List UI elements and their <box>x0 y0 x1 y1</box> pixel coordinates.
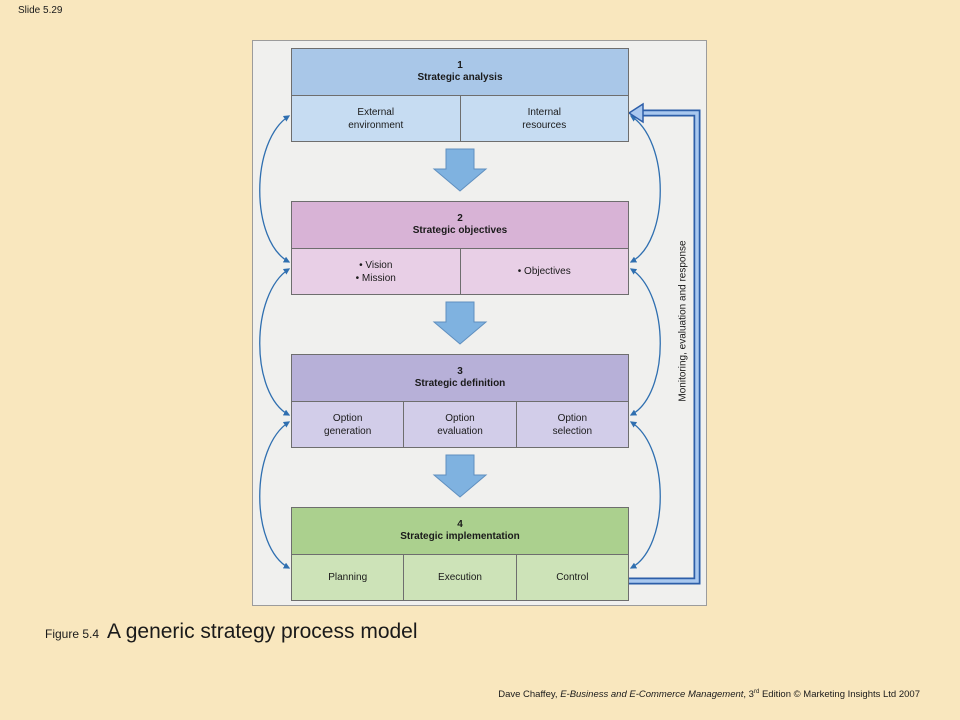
stage-strategic-implementation: 4 Strategic implementation Planning Exec… <box>291 507 629 601</box>
stage-title: Strategic definition <box>414 378 506 389</box>
stage-title: Strategic implementation <box>400 531 520 542</box>
stage-header: 3 Strategic definition <box>292 355 628 402</box>
stage-cell-execution: Execution <box>403 555 515 600</box>
stage-header: 2 Strategic objectives <box>292 202 628 249</box>
credits-author: Dave Chaffey, <box>498 689 561 701</box>
stage-number: 3 <box>457 365 463 377</box>
credits-edition-sup: rd <box>753 689 760 695</box>
right-cycle-arrow <box>629 268 661 416</box>
stage-cell-objectives: • Objectives <box>459 249 629 294</box>
credits-book: E-Business and E-Commerce Management <box>560 689 744 701</box>
stage-number: 1 <box>457 59 463 71</box>
caption-title: A generic strategy process model <box>107 620 418 643</box>
feedback-label: Monitoring, evaluation and response <box>677 240 689 402</box>
stage-cell-option-selection: Option selection <box>515 402 628 447</box>
stage-cell-planning: Planning <box>328 572 368 583</box>
right-cycle-arrow <box>629 421 661 569</box>
feedback-arrow-head <box>627 102 644 124</box>
slide-number: Slide 5.29 <box>18 5 63 16</box>
left-cycle-arrow <box>259 268 291 416</box>
stage-strategic-analysis: 1 Strategic analysis External environmen… <box>291 48 629 142</box>
strategy-process-figure: 1 Strategic analysis External environmen… <box>252 40 707 606</box>
stage-header: 4 Strategic implementation <box>292 508 628 555</box>
stage-title: Strategic analysis <box>417 72 503 83</box>
caption-number: Figure 5.4 <box>45 627 100 641</box>
stage-cell-control: Control <box>515 555 628 600</box>
stage-cell-vision-mission: • Vision • Mission <box>355 259 396 284</box>
stage-cell-option-generation: Option generation <box>324 412 372 437</box>
left-cycle-arrow <box>259 115 291 263</box>
stage-strategic-definition: 3 Strategic definition Option generation… <box>291 354 629 448</box>
stage-number: 2 <box>457 212 463 224</box>
down-arrow <box>432 301 488 345</box>
stage-title: Strategic objectives <box>412 225 508 236</box>
connector-layer <box>259 102 701 585</box>
stage-number: 4 <box>457 518 463 530</box>
stage-header: 1 Strategic analysis <box>292 49 628 96</box>
credits: Dave Chaffey, E-Business and E-Commerce … <box>498 689 920 700</box>
feedback-arrow-inner <box>629 111 699 583</box>
credits-edition: , 3 <box>743 689 754 701</box>
down-arrow <box>432 454 488 498</box>
stage-cell-external-environment: External environment <box>348 106 404 131</box>
stage-strategic-objectives: 2 Strategic objectives • Vision • Missio… <box>291 201 629 295</box>
down-arrow <box>432 148 488 192</box>
right-cycle-arrow <box>629 115 661 263</box>
stage-cell-option-evaluation: Option evaluation <box>403 402 515 447</box>
credits-publisher: Edition © Marketing Insights Ltd 2007 <box>759 689 920 701</box>
figure-caption: Figure 5.4 A generic strategy process mo… <box>45 620 418 644</box>
stage-cell-internal-resources: Internal resources <box>459 96 629 141</box>
left-cycle-arrow <box>259 421 291 569</box>
